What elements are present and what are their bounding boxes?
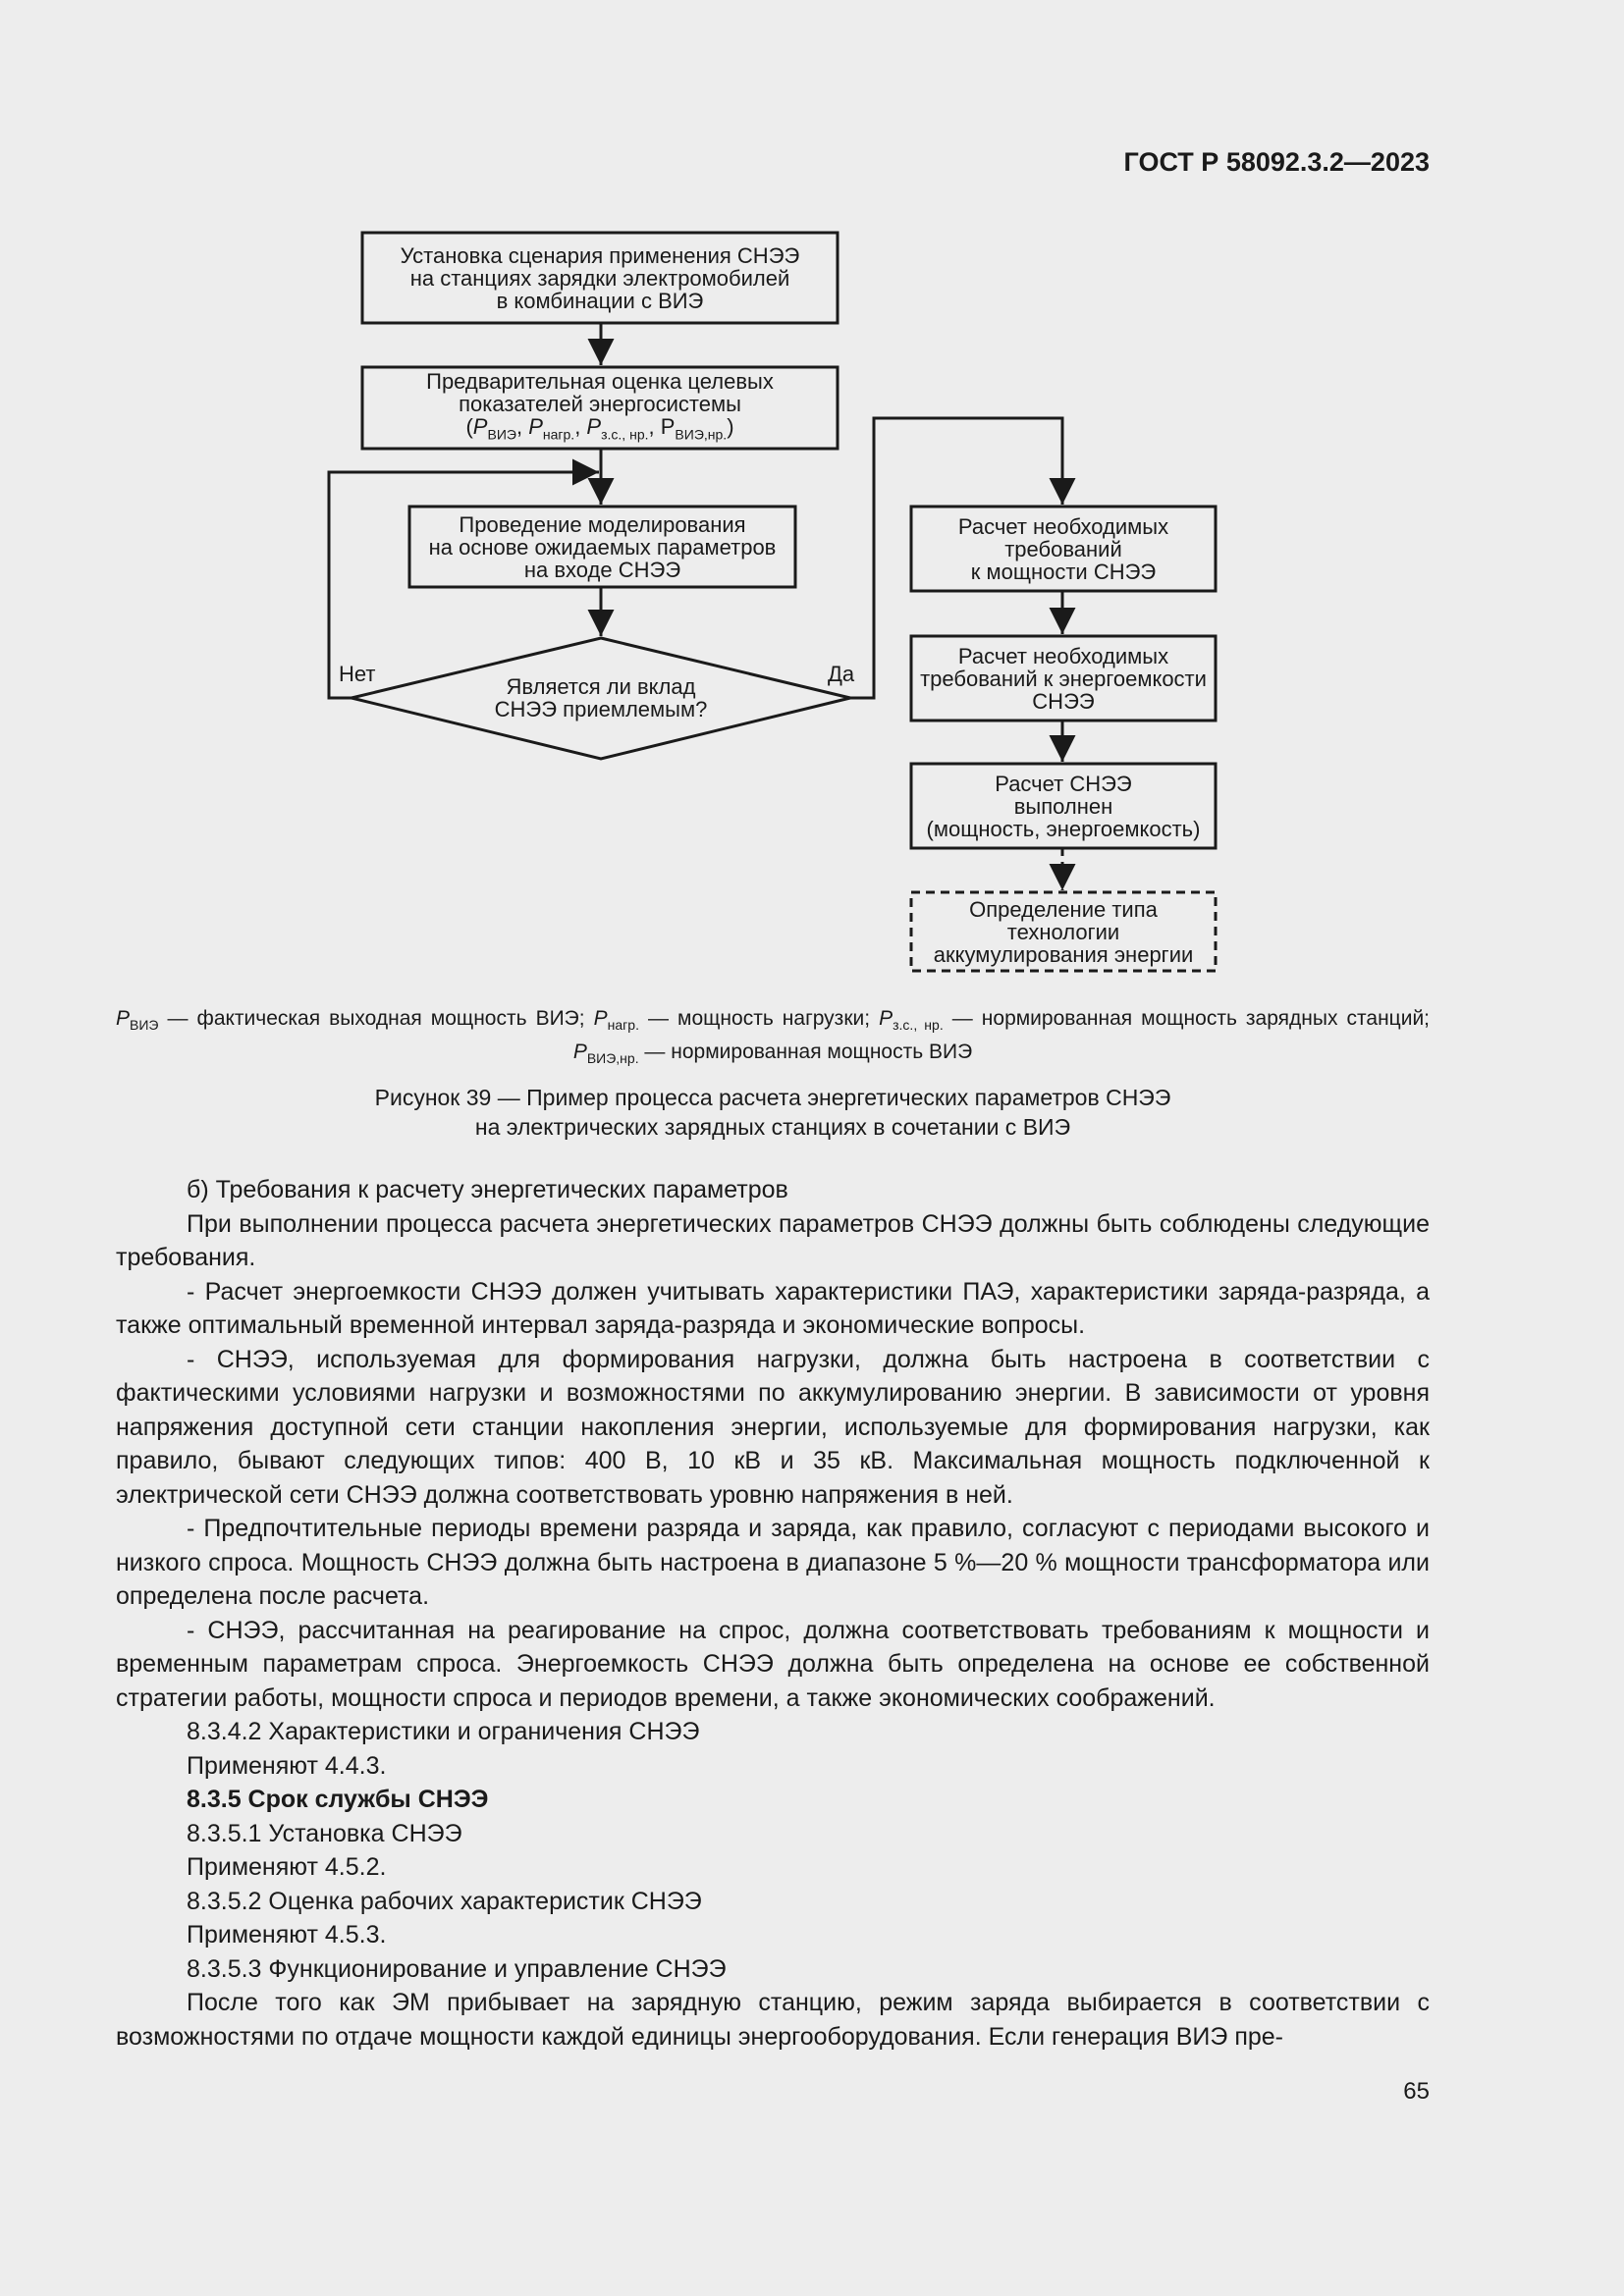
legend-text: — нормированная мощность ВИЭ: [638, 1041, 973, 1064]
flowchart-diagram: [327, 231, 1218, 973]
box-done-text: Расчет СНЭЭ выполнен (мощность, энергоем…: [911, 764, 1216, 848]
section-heading: 8.3.4.2 Характеристики и ограничения СНЭ…: [187, 1718, 700, 1745]
text-line: Определение типа: [969, 896, 1158, 922]
paren: (: [465, 413, 473, 439]
text-line: Расчет СНЭЭ: [995, 771, 1132, 796]
symbol-p: P: [116, 1007, 131, 1030]
box-modeling-text: Проведение моделирования на основе ожида…: [409, 507, 795, 587]
bold-heading: 8.3.5 Срок службы СНЭЭ: [187, 1786, 489, 1813]
subscript: з.с., нр.: [893, 1017, 944, 1034]
text-line: Расчет необходимых: [957, 643, 1169, 668]
label-yes: Да: [828, 662, 855, 686]
page-number: 65: [1403, 2078, 1430, 2105]
arrow-no-loop: [327, 458, 599, 700]
text-line: технологии: [1006, 919, 1120, 944]
paragraph: - Предпочтительные периоды времени разря…: [116, 1515, 1430, 1610]
text-line: на основе ожидаемых параметров: [428, 534, 777, 560]
box-power-text: Расчет необходимых требований к мощности…: [911, 507, 1216, 591]
paragraph: После того как ЭМ прибывает на зарядную …: [116, 1989, 1430, 2051]
paren: ): [727, 413, 734, 439]
text-line: к мощности СНЭЭ: [970, 559, 1157, 584]
section-heading: 8.3.5.2 Оценка рабочих характеристик СНЭ…: [187, 1887, 702, 1915]
formula-line: (PВИЭ, Pнагр., Pз.с., нр., PВИЭ,нр.): [465, 415, 733, 446]
box-scenario-text: Установка сценария применения СНЭЭ на ст…: [362, 233, 838, 323]
legend-text: — нормированная мощность зарядных станци…: [943, 1007, 1431, 1030]
text-line: выполнен: [1013, 793, 1113, 819]
arrow-yes: [850, 416, 1076, 700]
text-line: Установка сценария применения СНЭЭ: [400, 242, 800, 268]
text-line: Предварительная оценка целевых: [426, 368, 774, 394]
separator: ,: [515, 413, 529, 439]
box-capacity-text: Расчет необходимых требований к энергоем…: [911, 636, 1216, 721]
section-heading: 8.3.5.3 Функционирование и управление СН…: [187, 1954, 727, 1983]
subscript: нагр.: [542, 426, 575, 443]
box-technology-text: Определение типа технологии аккумулирова…: [911, 892, 1216, 971]
paragraph: Применяют 4.4.3.: [187, 1751, 387, 1780]
text-line: показателей энергосистемы: [459, 391, 741, 416]
paragraph: - СНЭЭ, используемая для формирования на…: [116, 1345, 1430, 1509]
text-line: (мощность, энергоемкость): [926, 816, 1201, 841]
section-heading-bold: 8.3.5 Срок службы СНЭЭ: [116, 1783, 1430, 1817]
legend-text: — мощность нагрузки;: [638, 1007, 880, 1030]
paragraph: При выполнении процесса расчета энергети…: [116, 1209, 1430, 1272]
paragraph: - Расчет энергоемкости СНЭЭ должен учиты…: [116, 1277, 1430, 1340]
text-line: требований к энергоемкости: [920, 666, 1207, 691]
text-line: СНЭЭ: [1032, 688, 1095, 714]
box-preliminary-text: Предварительная оценка целевых показател…: [362, 367, 838, 449]
figure-legend: PВИЭ — фактическая выходная мощность ВИЭ…: [116, 1005, 1430, 1072]
symbol-p: P: [528, 413, 543, 439]
subscript: ВИЭ: [487, 426, 516, 443]
legend-text: — фактическая выходная мощность ВИЭ;: [158, 1007, 594, 1030]
figure-caption: Рисунок 39 — Пример процесса расчета эне…: [116, 1083, 1430, 1142]
text-line: Проведение моделирования: [459, 511, 746, 537]
separator: ,: [574, 413, 587, 439]
text-line: в комбинации с ВИЭ: [496, 288, 704, 313]
subscript: нагр.: [607, 1017, 639, 1034]
text-line: Является ли вклад: [506, 674, 696, 699]
symbol-p: P: [593, 1007, 608, 1030]
box-technology: [909, 890, 1218, 973]
caption-line: Рисунок 39 — Пример процесса расчета эне…: [374, 1085, 1171, 1110]
symbol-p: P: [879, 1007, 893, 1030]
symbol-p: P: [572, 1041, 587, 1064]
decision-text: Является ли вклад СНЭЭ приемлемым?: [432, 658, 770, 738]
text-line: аккумулирования энергии: [933, 941, 1194, 967]
text-line: на станциях зарядки электромобилей: [409, 265, 790, 291]
paragraph: Применяют 4.5.3.: [187, 1921, 387, 1949]
subscript: ВИЭ,нр.: [586, 1050, 639, 1067]
caption-line: на электрических зарядных станциях в соч…: [474, 1114, 1071, 1140]
subscript: ВИЭ: [130, 1017, 159, 1034]
text-line: Расчет необходимых: [957, 513, 1169, 539]
subscript: ВИЭ,нр.: [675, 426, 728, 443]
decision-diamond: [351, 636, 851, 761]
body-text: б) Требования к расчету энергетических п…: [116, 1173, 1430, 2054]
paragraph: - СНЭЭ, рассчитанная на реагирование на …: [116, 1616, 1430, 1712]
text-line: СНЭЭ приемлемым?: [494, 697, 708, 721]
document-code: ГОСТ Р 58092.3.2—2023: [1123, 147, 1430, 177]
section-heading: 8.3.5.1 Установка СНЭЭ: [187, 1819, 462, 1847]
separator: ,: [648, 413, 661, 439]
symbol-p: P: [660, 413, 676, 439]
paragraph: б) Требования к расчету энергетических п…: [187, 1176, 788, 1203]
label-no: Нет: [339, 662, 376, 686]
symbol-p: P: [586, 413, 602, 439]
text-line: требований: [1004, 536, 1122, 561]
text-line: на входе СНЭЭ: [523, 557, 681, 582]
paragraph: Применяют 4.5.2.: [187, 1853, 387, 1881]
subscript: з.с., нр.: [601, 426, 649, 443]
symbol-p: P: [472, 413, 488, 439]
